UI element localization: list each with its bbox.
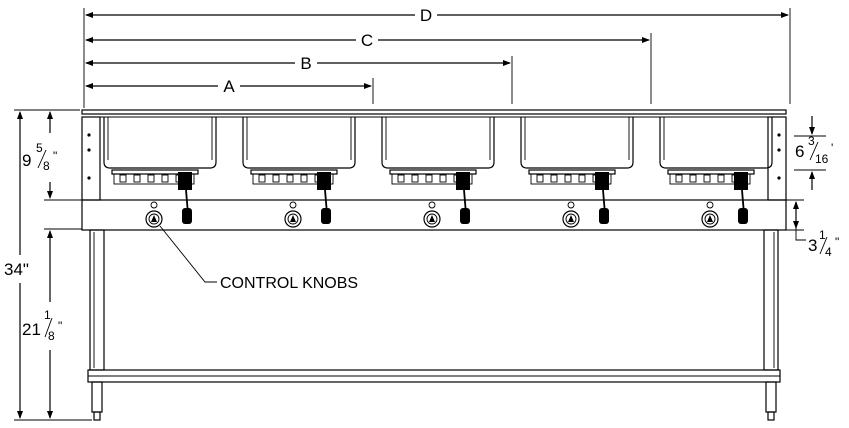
drain-valve-handle (738, 208, 748, 224)
heater-terminal (397, 174, 405, 183)
control-knob-pointer (151, 215, 157, 222)
drain-valve-handle (321, 208, 331, 224)
knob-panel-numerator: 1 (819, 228, 826, 242)
heater-terminal (703, 174, 711, 183)
control-knob-inner (148, 213, 160, 225)
heater-terminal (258, 174, 266, 183)
control-knobs-label: CONTROL KNOBS (220, 275, 358, 292)
heater-terminal (147, 174, 155, 183)
heater-terminal (717, 174, 725, 183)
dimension-d-label: D (420, 6, 432, 25)
pilot-light (150, 201, 158, 209)
control-knob-pointer (290, 215, 296, 222)
top-height-numerator: 5 (36, 141, 43, 155)
well-pan (381, 117, 495, 169)
heater-terminal (689, 174, 697, 183)
well-pan (242, 117, 356, 169)
well-depth-label: 6 3 16 ' (795, 134, 833, 166)
leg-height-denominator: 8 (48, 329, 55, 343)
knob-panel-whole: 3 (808, 236, 817, 255)
control-knobs-callout: CONTROL KNOBS (159, 225, 358, 292)
control-knob-inner (704, 213, 716, 225)
heater-element (252, 173, 334, 185)
dimension-c-label: C (361, 31, 373, 50)
control-knob-inner (287, 213, 299, 225)
overall-height-label: 34" (4, 260, 29, 279)
well-unit (103, 117, 217, 228)
well-unit (242, 117, 356, 228)
well-unit (659, 117, 773, 228)
heater-terminal (550, 174, 558, 183)
heater-terminal (439, 174, 447, 183)
well-depth-numerator: 3 (808, 134, 815, 148)
control-panel (81, 199, 787, 231)
pilot-light (289, 201, 297, 209)
heater-terminal (161, 174, 169, 183)
well-unit (381, 117, 495, 228)
well-depth-unit: ' (831, 141, 833, 155)
heater-terminal (133, 174, 141, 183)
drain-valve-body (595, 172, 609, 190)
well-pan (103, 117, 217, 169)
well-unit (520, 117, 634, 228)
leg-height-unit: " (58, 319, 62, 333)
heater-terminal (272, 174, 280, 183)
knob-panel-denominator: 4 (825, 245, 832, 259)
top-height-whole: 9 (22, 151, 31, 170)
heater-terminal (425, 174, 433, 183)
pilot-light (428, 201, 436, 209)
heater-terminal (300, 174, 308, 183)
heater-terminal (564, 174, 572, 183)
heater-terminal (411, 174, 419, 183)
heater-element (391, 173, 473, 185)
top-height-denominator: 8 (43, 159, 50, 173)
control-knob-pointer (568, 215, 574, 222)
control-knob-pointer (707, 215, 713, 222)
pilot-light (706, 201, 714, 209)
leg-height-label: 21 1 8 " (22, 308, 62, 343)
top-height-unit: " (53, 149, 57, 163)
left-height-dimensions (14, 109, 92, 421)
dimension-b-label: B (300, 54, 311, 73)
width-dimensions: D C B A (83, 6, 791, 108)
heater-terminal (286, 174, 294, 183)
control-knob-inner (565, 213, 577, 225)
heater-terminal (536, 174, 544, 183)
heater-element (530, 173, 612, 185)
leg-height-numerator: 1 (44, 308, 51, 322)
knob-panel-unit: " (835, 235, 839, 249)
control-knob-pointer (429, 215, 435, 222)
control-knob-inner (426, 213, 438, 225)
leg-height-whole: 21 (22, 320, 41, 339)
well-pan (520, 117, 634, 169)
heater-terminal (675, 174, 683, 183)
heater-element (669, 173, 751, 185)
top-height-label: 9 5 8 " (22, 141, 57, 173)
well-depth-denominator: 16 (815, 152, 829, 166)
drain-valve-handle (182, 208, 192, 224)
well-depth-whole: 6 (795, 142, 804, 161)
drain-valve-handle (599, 208, 609, 224)
drain-valve-body (456, 172, 470, 190)
well-pan (659, 117, 773, 169)
pilot-light (567, 201, 575, 209)
wells-group (103, 117, 773, 228)
drain-valve-body (734, 172, 748, 190)
heater-terminal (119, 174, 127, 183)
legs (87, 229, 781, 421)
drain-valve-body (317, 172, 331, 190)
heater-element (113, 173, 195, 185)
dimension-a-label: A (223, 77, 235, 96)
heater-terminal (578, 174, 586, 183)
drain-valve-handle (460, 208, 470, 224)
drain-valve-body (178, 172, 192, 190)
right-height-dimensions (784, 116, 826, 241)
knob-panel-label: 3 1 4 " (808, 228, 839, 259)
